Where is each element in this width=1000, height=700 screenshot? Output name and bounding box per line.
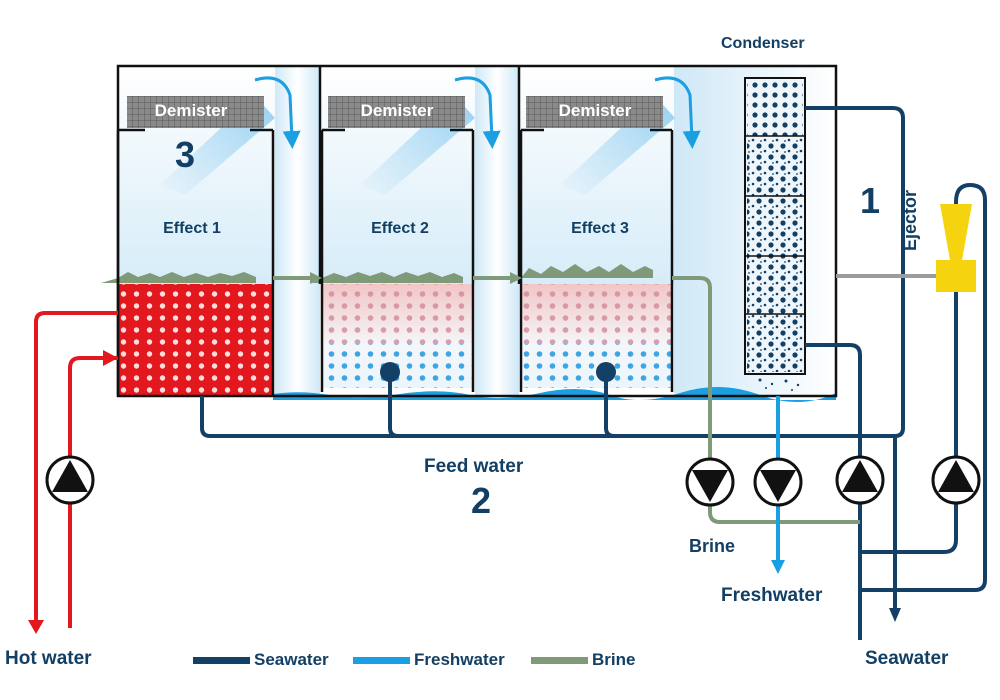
demister-icon <box>127 96 663 128</box>
feed-water-label: Feed water <box>424 456 524 477</box>
step-number-1: 1 <box>860 180 881 221</box>
effect-3-demister-label: Demister <box>558 101 632 120</box>
seawater-inlet-label: Seawater <box>865 648 949 669</box>
effect-1-demister-label: Demister <box>154 101 228 120</box>
seawater-pipes <box>200 106 987 640</box>
hot-water-arrowheads <box>28 350 118 634</box>
condenser-label: Condenser <box>721 35 805 52</box>
step-number-2: 2 <box>471 480 492 521</box>
spray-nozzles <box>380 362 616 382</box>
effect-2-demister-label: Demister <box>360 101 434 120</box>
effect-1-tube-bundle <box>118 284 273 396</box>
condenser <box>744 77 806 391</box>
brine-arrowheads <box>310 272 522 284</box>
legend-label-brine: Brine <box>592 650 636 669</box>
legend-swatch-freshwater <box>353 657 410 664</box>
hot-water-label: Hot water <box>5 648 92 669</box>
step-number-3: 3 <box>175 134 196 175</box>
flow-arrow-icon <box>254 76 701 149</box>
freshwater-outlet-label: Freshwater <box>721 585 823 606</box>
legend-swatch-brine <box>531 657 588 664</box>
brine-pipe <box>273 276 860 524</box>
legend-swatch-seawater <box>193 657 250 664</box>
effect-1-label: Effect 1 <box>163 220 221 237</box>
legend-label-freshwater: Freshwater <box>414 650 505 669</box>
legend-swatches <box>193 657 588 664</box>
effect-2-label: Effect 2 <box>371 220 429 237</box>
brine-outlet-label: Brine <box>689 536 736 556</box>
ejector-icon <box>936 204 976 292</box>
effect-3-label: Effect 3 <box>571 220 629 237</box>
pump-icon <box>45 455 981 507</box>
ejector-label: Ejector <box>900 189 921 252</box>
seawater-arrowhead <box>889 608 901 622</box>
brine-surfaces <box>101 264 653 283</box>
freshwater-pool <box>273 386 836 403</box>
legend-label-seawater: Seawater <box>254 650 329 669</box>
vessel-outlines <box>116 64 838 398</box>
hot-water-pipes <box>34 311 118 628</box>
